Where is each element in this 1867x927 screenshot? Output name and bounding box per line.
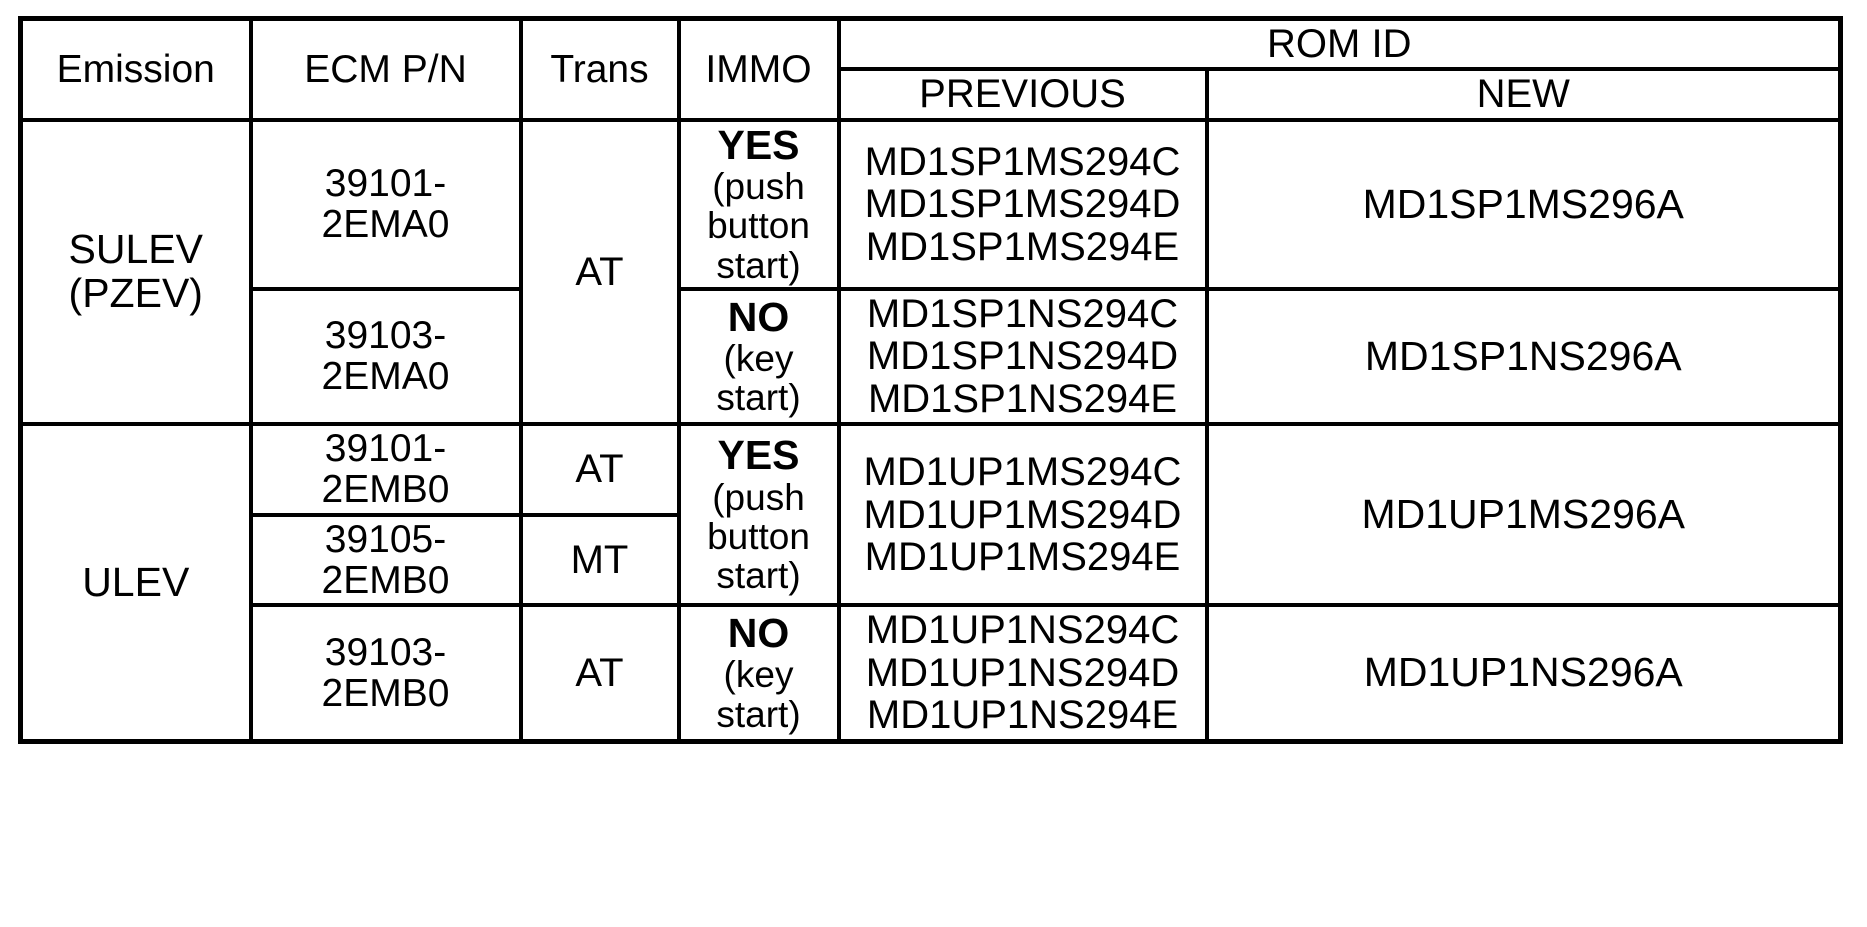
rom-previous-item: MD1UP1NS294D: [865, 650, 1180, 695]
header-ecm-pn: ECM P/N: [248, 16, 523, 122]
header-row-1: Emission ECM P/N Trans IMMO ROM ID: [18, 16, 1843, 122]
cell-trans: AT: [518, 603, 681, 744]
emission-label-line1: SULEV: [68, 226, 203, 273]
rom-previous-item: MD1UP1MS294D: [863, 492, 1182, 537]
rom-previous-item: MD1SP1MS294E: [865, 224, 1180, 269]
cell-rom-new: MD1UP1MS296A: [1204, 422, 1843, 608]
cell-immo: NO (key start): [676, 286, 841, 427]
cell-trans: MT: [518, 512, 681, 608]
ecm-pn-line2: 2EMA0: [321, 203, 450, 247]
emission-label-line2: (PZEV): [68, 269, 203, 316]
cell-immo: NO (key start): [676, 603, 841, 744]
ecm-pn-line1: 39101-: [324, 427, 447, 471]
cell-rom-previous: MD1SP1MS294C MD1SP1MS294D MD1SP1MS294E: [836, 117, 1209, 291]
ecm-pn-line1: 39103-: [324, 630, 447, 674]
header-emission: Emission: [18, 16, 253, 122]
rom-previous-item: MD1UP1MS294C: [863, 450, 1182, 495]
immo-note-line: (push: [712, 166, 805, 208]
table-header: Emission ECM P/N Trans IMMO ROM ID PREVI…: [18, 16, 1843, 122]
ecm-pn-line2: 2EMB0: [321, 559, 450, 603]
cell-immo: YES (push button start): [676, 422, 841, 608]
rom-previous-item: MD1SP1NS294E: [867, 376, 1178, 421]
header-immo: IMMO: [676, 16, 841, 122]
cell-ecm-pn: 39105- 2EMB0: [248, 512, 523, 608]
cell-rom-new: MD1SP1MS296A: [1204, 117, 1843, 291]
rom-previous-item: MD1UP1MS294E: [864, 534, 1181, 579]
table-body: SULEV (PZEV) 39101- 2EMA0 AT YES (push b…: [18, 117, 1843, 744]
cell-trans: AT: [518, 422, 681, 517]
cell-trans: AT: [518, 117, 681, 427]
ecm-pn-line1: 39101-: [324, 162, 447, 205]
ecm-pn-line2: 2EMB0: [321, 468, 450, 512]
immo-main: YES: [717, 121, 800, 168]
table-row: ULEV 39101- 2EMB0 AT YES (push button st…: [18, 422, 1843, 744]
cell-ecm-pn: 39103- 2EMA0: [248, 286, 523, 427]
table-row: 39103- 2EMA0 NO (key start) MD1SP1NS294C…: [21, 286, 1843, 427]
immo-main: YES: [717, 432, 800, 479]
cell-rom-previous: MD1UP1MS294C MD1UP1MS294D MD1UP1MS294E: [836, 422, 1209, 608]
ecm-pn-line1: 39103-: [324, 314, 447, 358]
ecm-rom-id-table: Emission ECM P/N Trans IMMO ROM ID PREVI…: [18, 16, 1843, 744]
rom-previous-item: MD1SP1NS294D: [866, 334, 1179, 379]
cell-rom-new: MD1SP1NS296A: [1204, 286, 1843, 427]
cell-emission-sulev: SULEV (PZEV): [18, 117, 253, 427]
table-row: 39103- 2EMB0 AT NO (key start) MD1UP1NS2…: [21, 603, 1843, 744]
rom-previous-item: MD1UP1NS294C: [865, 608, 1180, 653]
table-row: 39105- 2EMB0 MT: [21, 512, 1841, 608]
header-rom-new: NEW: [1204, 67, 1843, 122]
immo-note-line: start): [716, 244, 801, 286]
cell-ecm-pn: 39103- 2EMB0: [248, 603, 523, 744]
rom-previous-item: MD1SP1MS294C: [864, 139, 1181, 184]
cell-emission-ulev: ULEV: [18, 422, 253, 744]
ecm-pn-line2: 2EMB0: [321, 671, 450, 715]
immo-note-line: start): [716, 693, 801, 735]
immo-note-line: (push: [712, 476, 805, 518]
ecm-pn-line2: 2EMA0: [321, 355, 450, 399]
immo-main: NO: [727, 293, 790, 340]
immo-note-line: start): [716, 555, 801, 597]
header-rom-id: ROM ID: [836, 16, 1843, 72]
table-row: SULEV (PZEV) 39101- 2EMA0 AT YES (push b…: [18, 117, 1843, 427]
cell-immo: YES (push button start): [676, 117, 841, 291]
immo-note-line: (key: [723, 337, 794, 379]
cell-ecm-pn: 39101- 2EMB0: [248, 422, 523, 517]
rom-previous-item: MD1SP1NS294C: [866, 291, 1179, 336]
rom-previous-item: MD1SP1MS294D: [864, 182, 1181, 227]
cell-rom-new: MD1UP1NS296A: [1204, 603, 1843, 744]
header-trans: Trans: [518, 16, 681, 122]
immo-note-line: button: [707, 515, 810, 557]
cell-rom-previous: MD1UP1NS294C MD1UP1NS294D MD1UP1NS294E: [836, 603, 1209, 744]
rom-previous-item: MD1UP1NS294E: [866, 693, 1179, 738]
header-rom-previous: PREVIOUS: [836, 67, 1209, 122]
cell-rom-previous: MD1SP1NS294C MD1SP1NS294D MD1SP1NS294E: [836, 286, 1209, 427]
immo-note-line: button: [707, 205, 810, 247]
header-row-2: PREVIOUS NEW: [21, 67, 1843, 122]
immo-note-line: start): [716, 377, 801, 419]
ecm-pn-line1: 39105-: [324, 517, 447, 561]
immo-main: NO: [727, 610, 790, 657]
immo-note-line: (key: [723, 654, 794, 696]
cell-ecm-pn: 39101- 2EMA0: [248, 117, 523, 291]
